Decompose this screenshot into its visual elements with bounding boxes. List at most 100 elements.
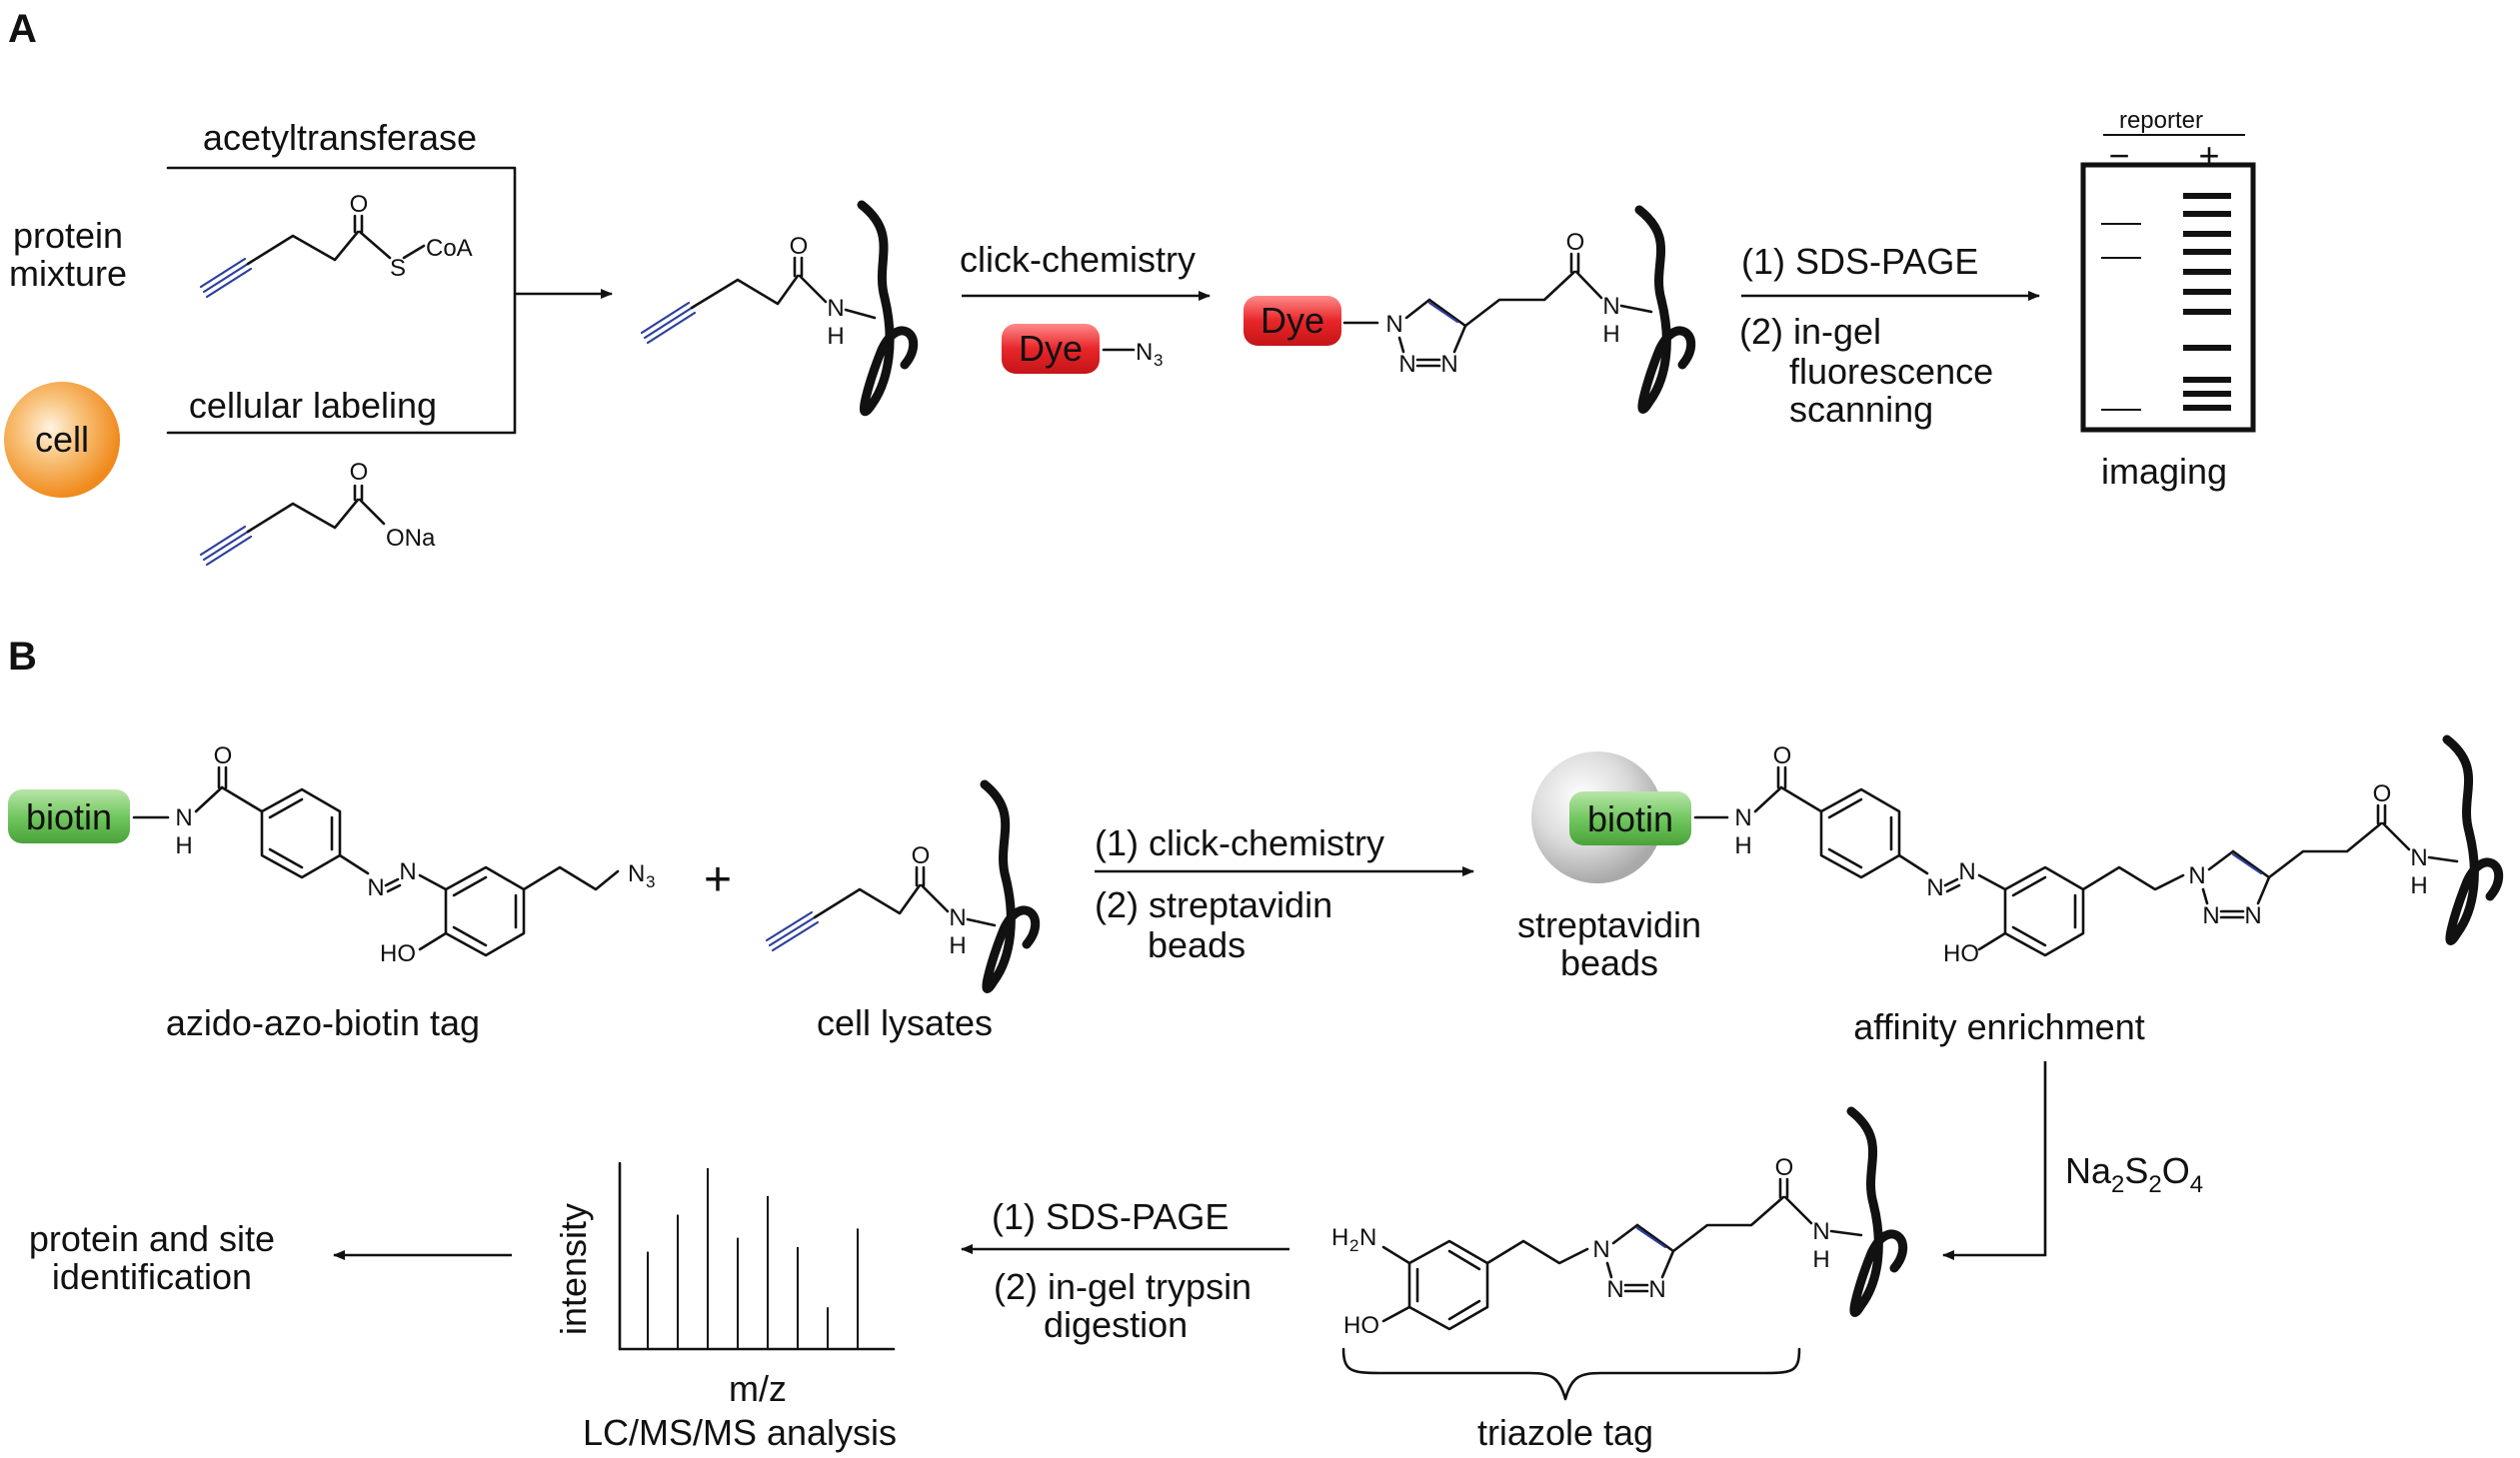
tag-azide-subscript: 3 <box>646 872 655 891</box>
lysate-amide-oxygen: O <box>912 842 931 869</box>
dye-triazole-protein: Dye N N N O N H <box>1244 205 1696 414</box>
enriched-carbonyl-oxygen: O <box>1773 742 1792 769</box>
enriched-amide-hydrogen: H <box>1734 832 1751 859</box>
imaging-label: imaging <box>2101 451 2227 492</box>
step-b-2: (2) streptavidin <box>1095 884 1332 925</box>
triazole-amide-hydrogen: H <box>1602 321 1619 348</box>
protein-mixture-label-line1: protein <box>13 215 123 256</box>
streptavidin-beads-label-line1: streptavidin <box>1517 904 1701 945</box>
triazole-tag-hydroxyl: HO <box>1343 1312 1379 1339</box>
cell-label: cell <box>35 419 89 460</box>
tag-amide-hydrogen: H <box>1812 1246 1829 1273</box>
tag-azide-n: N <box>628 860 645 887</box>
tag-amide-hydrogen: H <box>175 832 192 859</box>
triazole-tag-structure: H 2 N HO N N N O N H <box>1331 1106 1908 1401</box>
cell-lysates-label: cell lysates <box>817 1002 993 1043</box>
lysate-protein-structure: O N H <box>765 779 1041 993</box>
gel-image: reporter − + imaging <box>2080 107 2256 492</box>
protein-mixture-label-line2: mixture <box>9 253 127 294</box>
enriched-triazole-n1: N <box>2188 862 2205 889</box>
coa-oxygen: O <box>350 191 369 218</box>
pentynoyl-coa-structure: O S CoA <box>199 191 473 299</box>
panel-a-label: A <box>8 7 37 51</box>
reductant-label: Na2S2O4 <box>2065 1150 2203 1198</box>
merge-bracket <box>166 166 613 435</box>
tag-amide-nitrogen: N <box>1812 1218 1829 1245</box>
step-a-2: (2) in-gel <box>1739 311 1881 352</box>
tag-azo-n1: N <box>367 874 384 901</box>
triazole-n1: N <box>1385 311 1402 338</box>
azide-subscript: 3 <box>1154 351 1163 370</box>
amide-nitrogen: N <box>827 295 844 322</box>
triazole-tag-label: triazole tag <box>1477 1412 1653 1453</box>
amide-oxygen: O <box>790 233 809 260</box>
step-c-1: (1) SDS-PAGE <box>992 1196 1229 1237</box>
lysate-amide-hydrogen: H <box>949 932 966 959</box>
biotin-label-enriched: biotin <box>1587 798 1673 839</box>
enriched-hydroxyl: HO <box>1943 940 1979 967</box>
gel-frame <box>2080 162 2256 433</box>
tag-triazole-n3: N <box>1648 1276 1665 1303</box>
spectrum-x-axis-label: m/z <box>729 1368 787 1409</box>
enriched-triazole-n3: N <box>2244 902 2261 929</box>
tag-azo-n2: N <box>399 858 416 885</box>
dye-box <box>1002 324 1100 374</box>
azido-azo-biotin-tag-label: azido-azo-biotin tag <box>166 1002 480 1043</box>
sodium-pentynoate-structure: O ONa <box>199 459 436 567</box>
enriched-azo-n2: N <box>1958 858 1975 885</box>
acetyltransferase-label: acetyltransferase <box>203 117 477 158</box>
enriched-azo-n1: N <box>1926 874 1943 901</box>
tag-triazole-n1: N <box>1592 1236 1609 1263</box>
biotin-label-tag: biotin <box>26 796 112 837</box>
tag-carbonyl-oxygen: O <box>214 742 233 769</box>
step-c-3: digestion <box>1044 1304 1188 1345</box>
aniline-h: H <box>1331 1224 1348 1251</box>
mass-spectrum: intensity m/z LC/MS/MS analysis <box>553 1161 897 1453</box>
step-a-1: (1) SDS-PAGE <box>1741 241 1978 282</box>
triazole-amide-nitrogen: N <box>1602 293 1619 320</box>
tag-amide-nitrogen: N <box>175 804 192 831</box>
biotin-box-enriched <box>1569 791 1691 845</box>
triazole-amide-oxygen: O <box>1566 229 1585 256</box>
spectrum-peaks <box>647 1168 859 1349</box>
identification-label-line2: identification <box>52 1256 252 1297</box>
gel-bands <box>2101 193 2231 411</box>
lysate-amide-nitrogen: N <box>949 904 966 931</box>
gel-reporter-label: reporter <box>2119 107 2203 134</box>
step-b-1: (1) click-chemistry <box>1095 822 1384 863</box>
pentynoate-oxygen: O <box>350 459 369 486</box>
dye-label-reagent: Dye <box>1019 328 1083 369</box>
streptavidin-beads-label-line2: beads <box>1560 942 1658 983</box>
step-a-3: fluorescence <box>1789 351 1993 392</box>
azide-label: N <box>1136 339 1153 366</box>
affinity-enrichment-label: affinity enrichment <box>1853 1006 2144 1047</box>
enriched-amide-nitrogen: N <box>1734 804 1751 831</box>
dye-box-product <box>1244 296 1341 346</box>
coa-label: CoA <box>426 235 473 262</box>
spectrum-title: LC/MS/MS analysis <box>583 1412 897 1453</box>
dye-label-product: Dye <box>1260 300 1324 341</box>
step-c-2: (2) in-gel trypsin <box>994 1266 1252 1307</box>
enriched-complex-structure: biotin N H O N N HO N N N <box>1531 734 2504 967</box>
identification-label-line1: protein and site <box>29 1218 275 1259</box>
coa-sulfur: S <box>390 255 406 282</box>
step-a-4: scanning <box>1789 389 1933 430</box>
enriched-amide2-hydrogen: H <box>2410 872 2427 899</box>
enriched-triazole-n2: N <box>2202 902 2219 929</box>
cell-sphere: cell <box>4 382 120 498</box>
alkyne-labeled-protein: O N H <box>640 200 919 417</box>
plus-sign: + <box>704 853 732 906</box>
enriched-amide2-nitrogen: N <box>2410 844 2427 871</box>
cellular-labeling-label: cellular labeling <box>189 385 437 426</box>
spectrum-y-axis-label: intensity <box>553 1203 594 1335</box>
azido-azo-biotin-structure: biotin N H O N N HO N 3 <box>8 742 655 967</box>
tag-amide-oxygen: O <box>1775 1154 1794 1181</box>
tag-hydroxyl: HO <box>380 940 416 967</box>
pentynoate-ona: ONa <box>386 525 436 552</box>
enriched-amide2-oxygen: O <box>2373 780 2392 807</box>
biotin-box-tag <box>8 789 130 843</box>
triazole-n3: N <box>1440 351 1457 378</box>
dye-azide-reagent: Dye N 3 <box>1002 324 1163 374</box>
